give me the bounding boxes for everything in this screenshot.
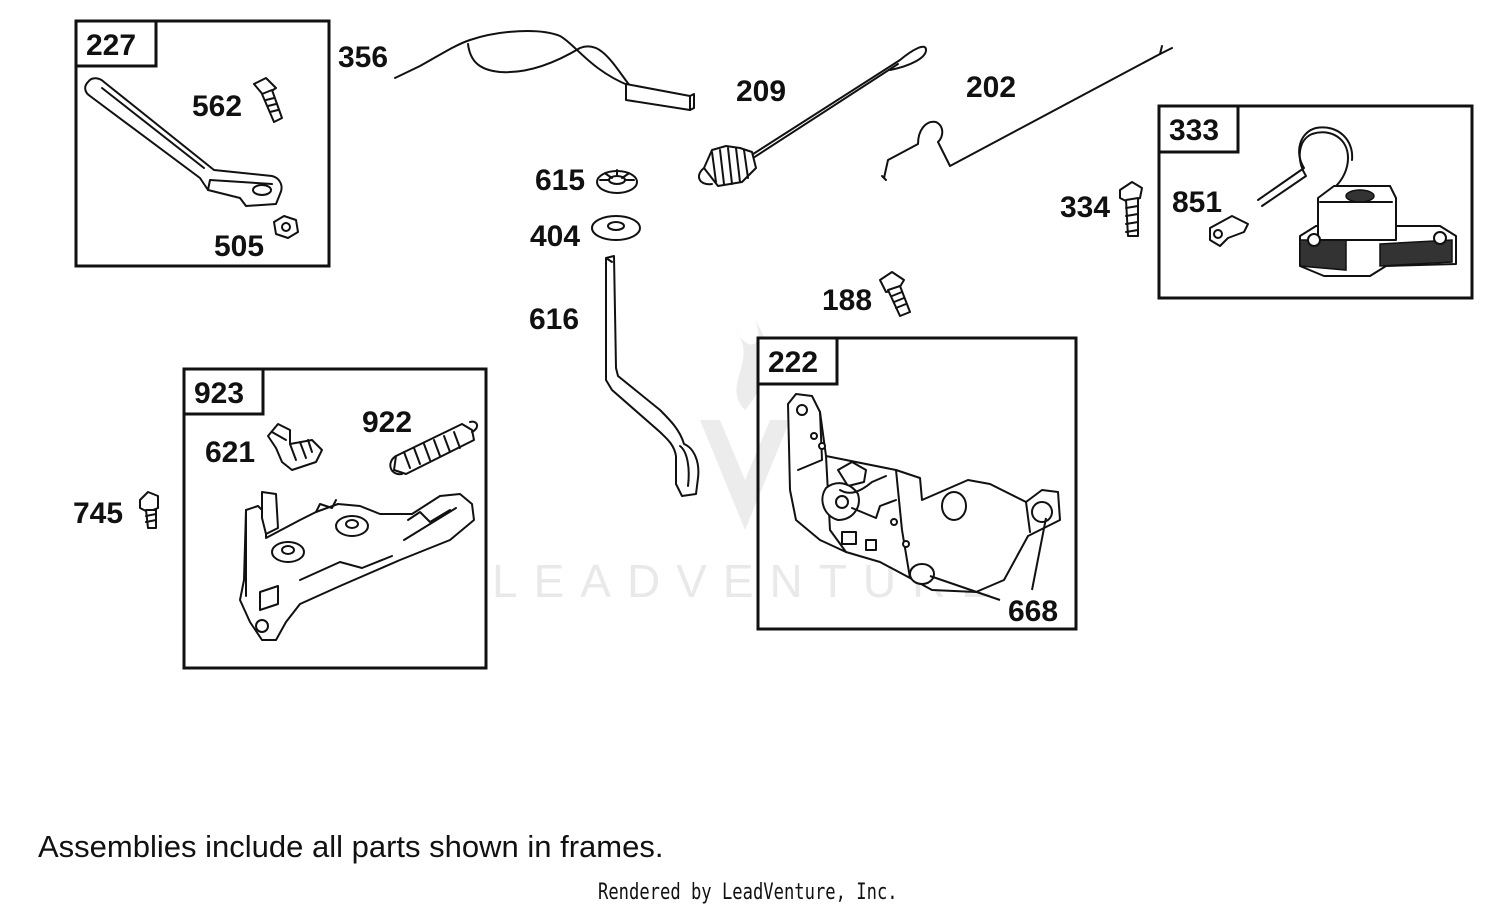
washer-404-part: 404 [530, 215, 641, 253]
render-credit: Rendered by LeadVenture, Inc. [598, 880, 898, 905]
callout-202: 202 [966, 71, 1016, 104]
callout-668: 668 [1008, 595, 1058, 628]
flame-v-logo-icon [700, 320, 790, 530]
leader-668-b [1031, 517, 1047, 591]
callout-621: 621 [205, 436, 255, 469]
spring-922-part [389, 420, 478, 476]
ignition-armature-part [1257, 126, 1457, 277]
frame-227: 227 562 505 [74, 19, 331, 268]
callout-356: 356 [338, 41, 388, 74]
callout-745: 745 [73, 497, 123, 530]
frame-number-923: 923 [194, 377, 244, 410]
governor-control-plate-part [239, 491, 475, 641]
throttle-lever-part [84, 77, 283, 207]
callout-615: 615 [535, 164, 585, 197]
leader-668-a [929, 575, 1001, 601]
frame-number-227: 227 [86, 29, 136, 62]
frame-number-333: 333 [1169, 114, 1219, 147]
frame-923: 923 922 621 [182, 367, 488, 670]
governor-spring-209-part: 209 [697, 45, 927, 187]
frame-333: 333 851 [1157, 104, 1474, 300]
control-cable-356-part: 356 [338, 30, 695, 111]
bolt-562-part [253, 77, 283, 123]
frame-number-222: 222 [768, 346, 818, 379]
callout-922: 922 [362, 406, 412, 439]
control-shaft-616-part: 616 [529, 255, 700, 497]
callout-334: 334 [1060, 191, 1110, 224]
callout-404: 404 [530, 220, 580, 253]
clip-621-part [267, 423, 323, 471]
clip-851-part [1209, 215, 1249, 247]
bolt-334-part: 334 [1060, 181, 1143, 237]
nut-505-part [273, 215, 299, 239]
callout-616: 616 [529, 303, 579, 336]
governor-link-202-part: 202 [881, 45, 1173, 181]
callout-562: 562 [192, 90, 242, 123]
callout-209: 209 [736, 75, 786, 108]
control-bracket-assembly-part [787, 393, 1061, 593]
callout-505: 505 [214, 230, 264, 263]
frame-222: 222 668 [756, 336, 1078, 631]
callout-851: 851 [1172, 186, 1222, 219]
bushing-615-part: 615 [535, 164, 638, 197]
callout-188: 188 [822, 284, 872, 317]
bolt-745-part: 745 [73, 491, 159, 530]
assembly-note: Assemblies include all parts shown in fr… [38, 829, 664, 864]
bolt-188-part: 188 [822, 271, 911, 317]
